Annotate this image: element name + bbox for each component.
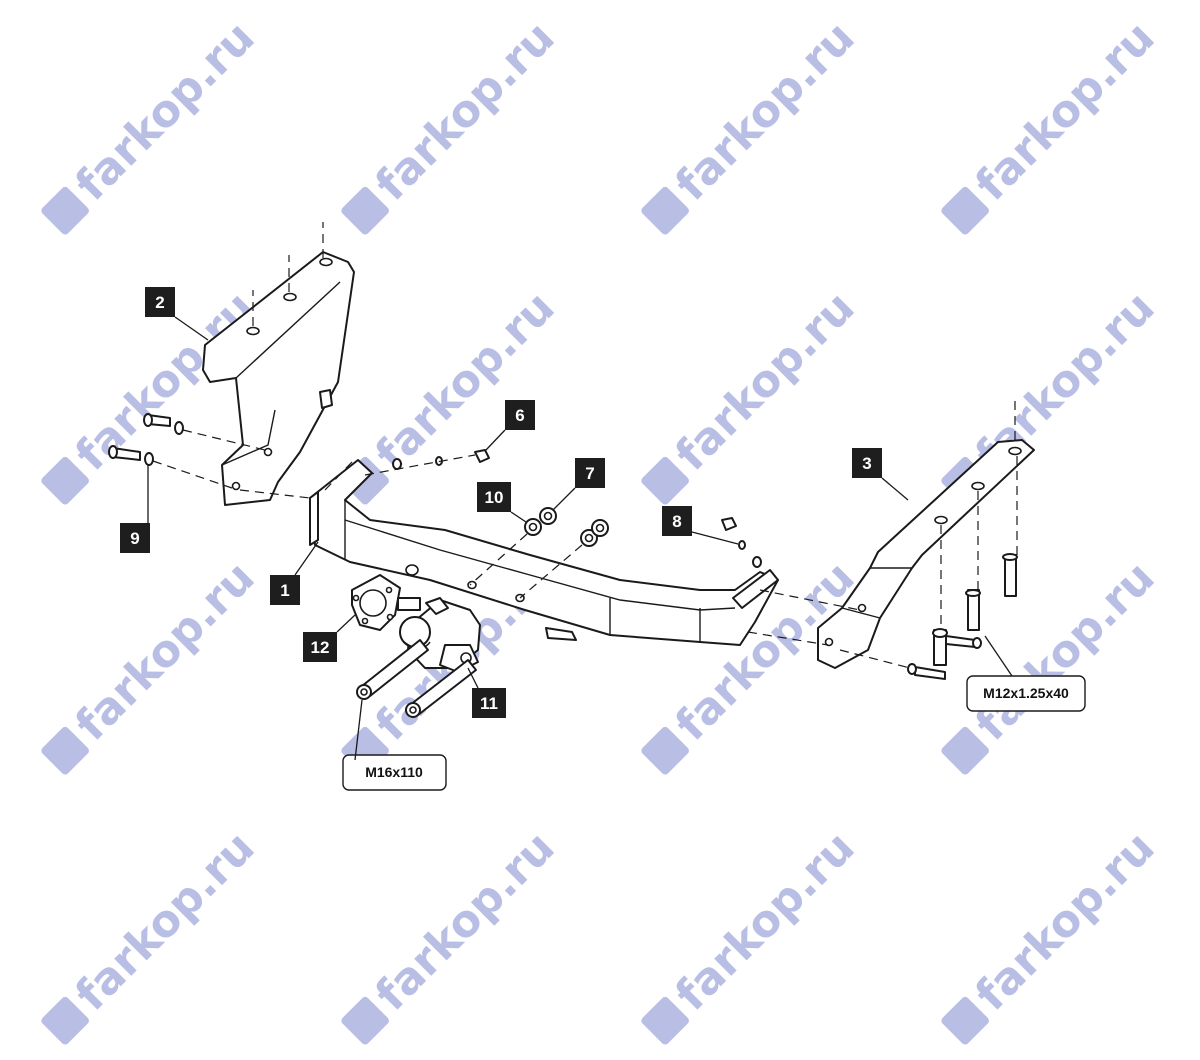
watermark-text: farkop.ru (366, 822, 565, 1021)
car-badge-icon (641, 996, 689, 1045)
callout-11: 11 (467, 667, 506, 718)
main-crossbar-beam (309, 459, 779, 646)
car-badge-icon (941, 996, 989, 1045)
bolt-spec-m16: M16x110 (342, 699, 447, 791)
watermark: farkop.ru (641, 822, 865, 1045)
car-badge-icon (641, 726, 689, 775)
callout-8: 8 (662, 506, 739, 545)
callout-12: 12 (303, 614, 356, 662)
callout-1: 1 (270, 541, 319, 605)
left-fasteners (108, 413, 490, 470)
callout-10: 10 (477, 482, 527, 523)
car-badge-icon (41, 456, 89, 505)
svg-text:12: 12 (311, 638, 330, 657)
svg-text:M16x110: M16x110 (365, 764, 423, 780)
watermark: farkop.ru (341, 822, 565, 1045)
middle-fasteners (524, 507, 609, 547)
car-badge-icon (941, 726, 989, 775)
callout-3: 3 (852, 448, 909, 501)
watermark: farkop.ru (341, 282, 565, 505)
watermark: farkop.ru (641, 12, 865, 235)
right-fasteners (721, 517, 1018, 680)
svg-text:3: 3 (862, 454, 871, 473)
watermark: farkop.ru (941, 552, 1165, 775)
car-badge-icon (341, 996, 389, 1045)
left-mounting-bracket (202, 251, 355, 506)
svg-text:10: 10 (485, 488, 504, 507)
watermark-text: farkop.ru (366, 282, 565, 481)
callout-6: 6 (485, 400, 535, 451)
watermark-text: farkop.ru (966, 822, 1165, 1021)
watermark-text: farkop.ru (666, 12, 865, 211)
watermark: farkop.ru (941, 822, 1165, 1045)
watermark: farkop.ru (941, 12, 1165, 235)
watermark-text: farkop.ru (666, 282, 865, 481)
svg-text:2: 2 (155, 293, 164, 312)
socket-plate (351, 574, 401, 631)
watermark-text: farkop.ru (666, 822, 865, 1021)
watermark-text: farkop.ru (366, 12, 565, 211)
watermark-text: farkop.ru (966, 12, 1165, 211)
watermark: farkop.ru (41, 12, 265, 235)
watermark-text: farkop.ru (66, 822, 265, 1021)
watermark: farkop.ru (341, 12, 565, 235)
callout-7: 7 (552, 458, 605, 511)
car-badge-icon (341, 186, 389, 235)
watermark-text: farkop.ru (66, 552, 265, 751)
car-badge-icon (41, 726, 89, 775)
car-badge-icon (641, 186, 689, 235)
callout-9: 9 (120, 465, 150, 553)
svg-text:1: 1 (280, 581, 289, 600)
watermark: farkop.ru (641, 282, 865, 505)
watermark: farkop.ru (41, 552, 265, 775)
svg-text:9: 9 (130, 529, 139, 548)
svg-text:8: 8 (672, 512, 681, 531)
car-badge-icon (41, 996, 89, 1045)
watermark-text: farkop.ru (66, 12, 265, 211)
m16-bolts (356, 639, 477, 718)
svg-text:6: 6 (515, 406, 524, 425)
bolt-spec-m12: M12x1.25x40 (966, 635, 1086, 712)
svg-text:11: 11 (480, 694, 498, 713)
svg-text:7: 7 (585, 464, 594, 483)
car-badge-icon (641, 456, 689, 505)
callout-2: 2 (145, 287, 209, 341)
car-badge-icon (941, 186, 989, 235)
car-badge-icon (41, 186, 89, 235)
right-mounting-bracket (817, 439, 1035, 669)
svg-text:M12x1.25x40: M12x1.25x40 (983, 685, 1069, 701)
watermark: farkop.ru (41, 822, 265, 1045)
